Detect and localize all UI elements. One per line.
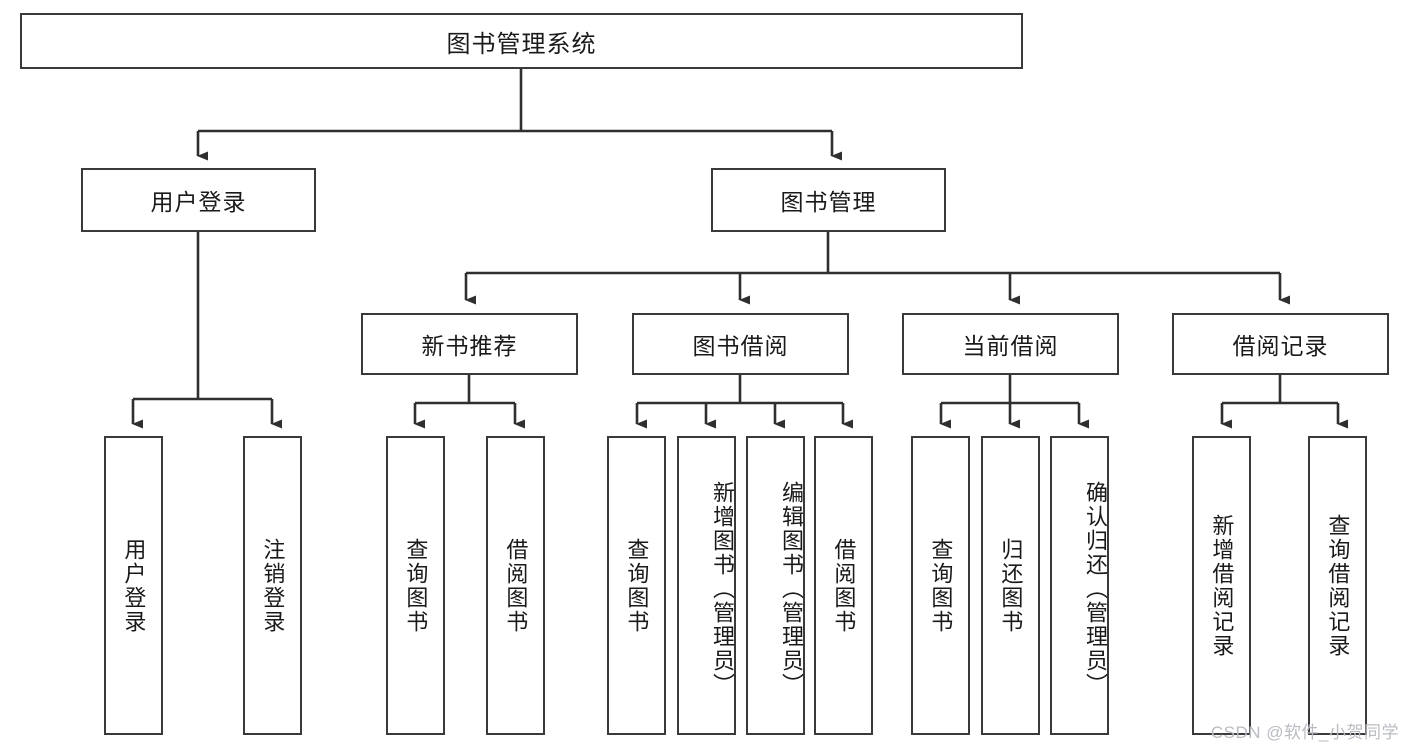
node-book-borrow[interactable]: 图书借阅 bbox=[632, 313, 849, 375]
leaf-user-login-signout[interactable]: 注销登录 bbox=[243, 436, 302, 735]
leaf-recommend-query-book[interactable]: 查询图书 bbox=[386, 436, 445, 735]
node-current-borrow[interactable]: 当前借阅 bbox=[902, 313, 1119, 375]
leaf-recommend-borrow-book[interactable]: 借阅图书 bbox=[486, 436, 545, 735]
leaf-borrow-query-book[interactable]: 查询图书 bbox=[607, 436, 666, 735]
leaf-record-query-borrow-record[interactable]: 查询借阅记录 bbox=[1308, 436, 1367, 735]
leaf-current-query-book[interactable]: 查询图书 bbox=[911, 436, 970, 735]
leaf-record-add-borrow-record[interactable]: 新增借阅记录 bbox=[1192, 436, 1251, 735]
node-user-login[interactable]: 用户登录 bbox=[81, 168, 316, 232]
node-borrow-record[interactable]: 借阅记录 bbox=[1172, 313, 1389, 375]
leaf-borrow-add-book-admin[interactable]: 新增图书（管理员） bbox=[677, 436, 736, 735]
leaf-current-confirm-return-admin[interactable]: 确认归还（管理员） bbox=[1050, 436, 1109, 735]
node-new-book-recommend[interactable]: 新书推荐 bbox=[361, 313, 578, 375]
leaf-user-login-signin[interactable]: 用户登录 bbox=[104, 436, 163, 735]
leaf-borrow-edit-book-admin[interactable]: 编辑图书（管理员） bbox=[746, 436, 805, 735]
csdn-watermark: CSDN @软件_小贺同学 bbox=[1210, 723, 1399, 742]
leaf-current-return-book[interactable]: 归还图书 bbox=[981, 436, 1040, 735]
node-root-system[interactable]: 图书管理系统 bbox=[20, 13, 1023, 69]
leaf-borrow-borrow-book[interactable]: 借阅图书 bbox=[814, 436, 873, 735]
node-book-management[interactable]: 图书管理 bbox=[711, 168, 946, 232]
